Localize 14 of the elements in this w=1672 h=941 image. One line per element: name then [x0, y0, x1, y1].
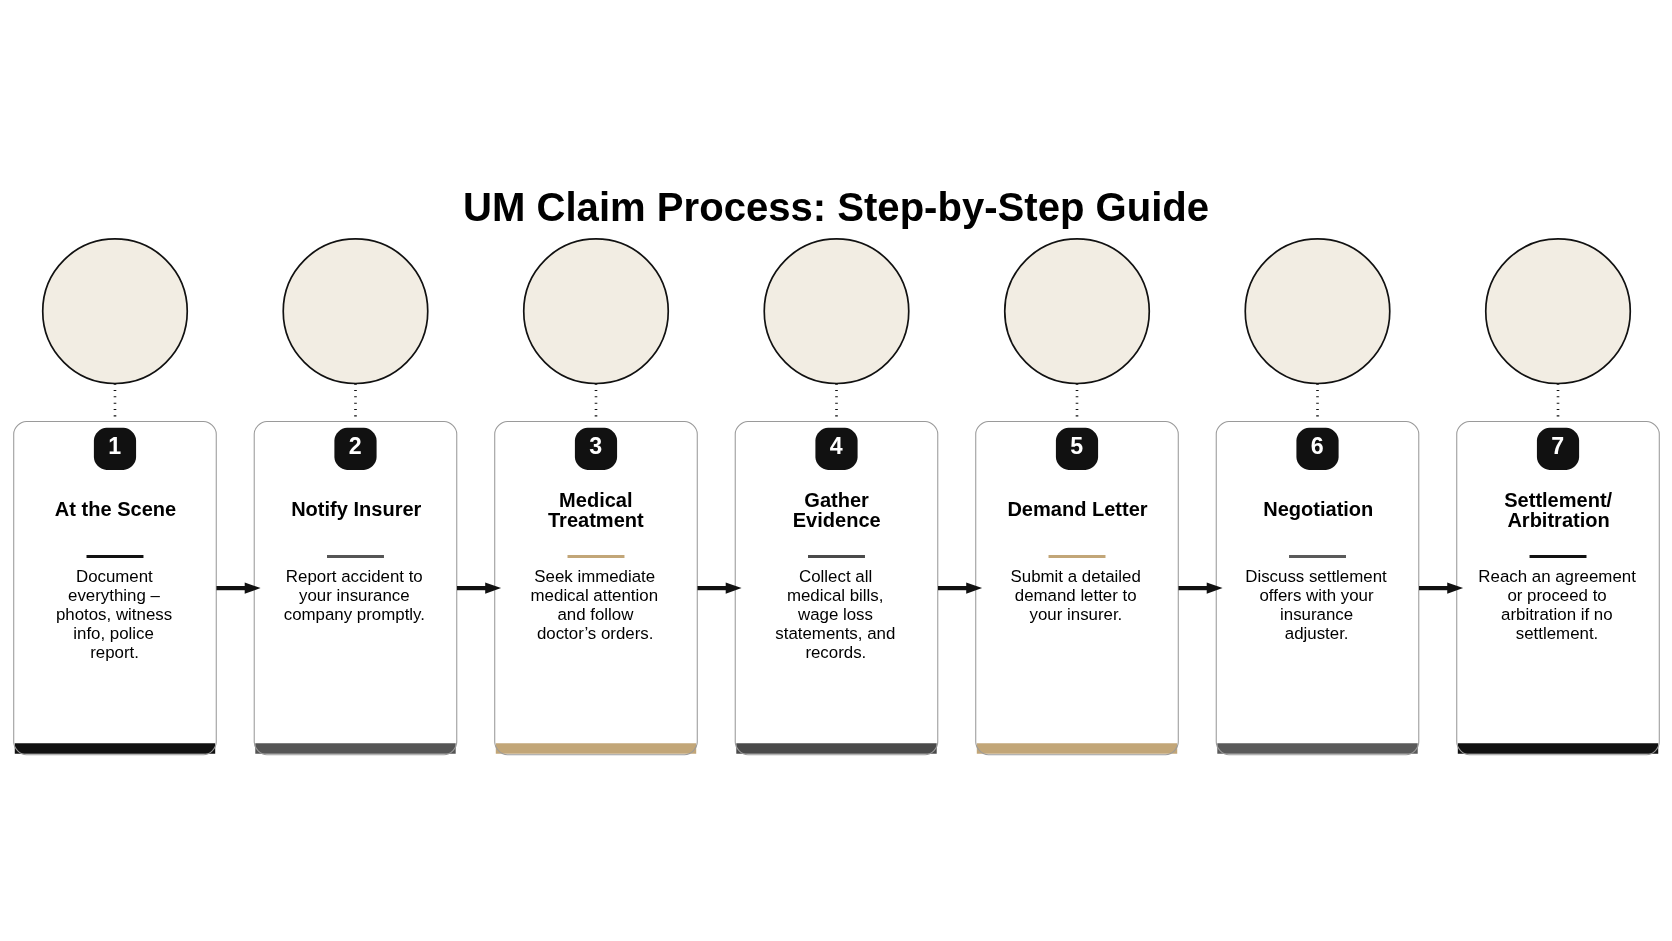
arrow [456, 582, 501, 594]
arrow [215, 582, 261, 594]
node-circle [762, 238, 910, 385]
node-circle [281, 238, 429, 385]
arrow [1418, 582, 1463, 594]
node-circle [1243, 238, 1391, 385]
node-circle [1484, 238, 1631, 385]
arrow [937, 582, 982, 594]
node-circle [41, 238, 188, 385]
node-circle [522, 238, 669, 385]
arrow [1177, 582, 1223, 594]
arrow [696, 582, 742, 594]
diagram-title: UM Claim Process: Step-by-Step Guide [462, 185, 1209, 230]
node-circle [1003, 238, 1150, 385]
